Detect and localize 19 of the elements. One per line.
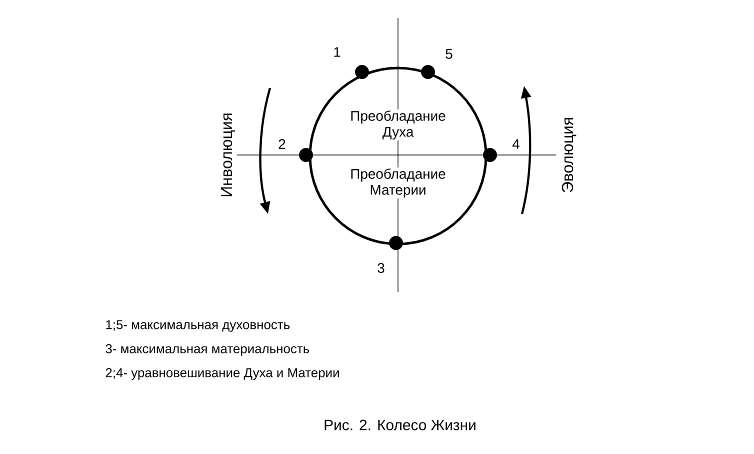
- note-text: 1;5- максимальная духовность: [106, 320, 290, 332]
- note-text: 3- максимальная материальность: [106, 344, 310, 356]
- point-number: 5: [446, 49, 452, 59]
- point-dot: [389, 236, 403, 250]
- point-dot: [355, 65, 369, 79]
- circle-text: Преобладание Духа: [342, 109, 454, 141]
- point-number: 2: [278, 139, 286, 149]
- caption: Рис. 2. Колесо Жизни: [324, 420, 476, 430]
- point-number: 3: [378, 263, 384, 273]
- direction-label: Эволюция: [562, 118, 576, 192]
- point-number: 1: [334, 47, 340, 57]
- direction-label: Инволюция: [220, 114, 236, 196]
- point-number: 4: [512, 139, 520, 149]
- note-text: 2;4- уравновешивание Духа и Материи: [106, 368, 339, 380]
- point-dot: [421, 65, 435, 79]
- wheel-circle: [308, 66, 488, 246]
- circle-text: Преобладание Материи: [342, 167, 454, 199]
- point-dot: [299, 148, 313, 162]
- point-dot: [483, 148, 497, 162]
